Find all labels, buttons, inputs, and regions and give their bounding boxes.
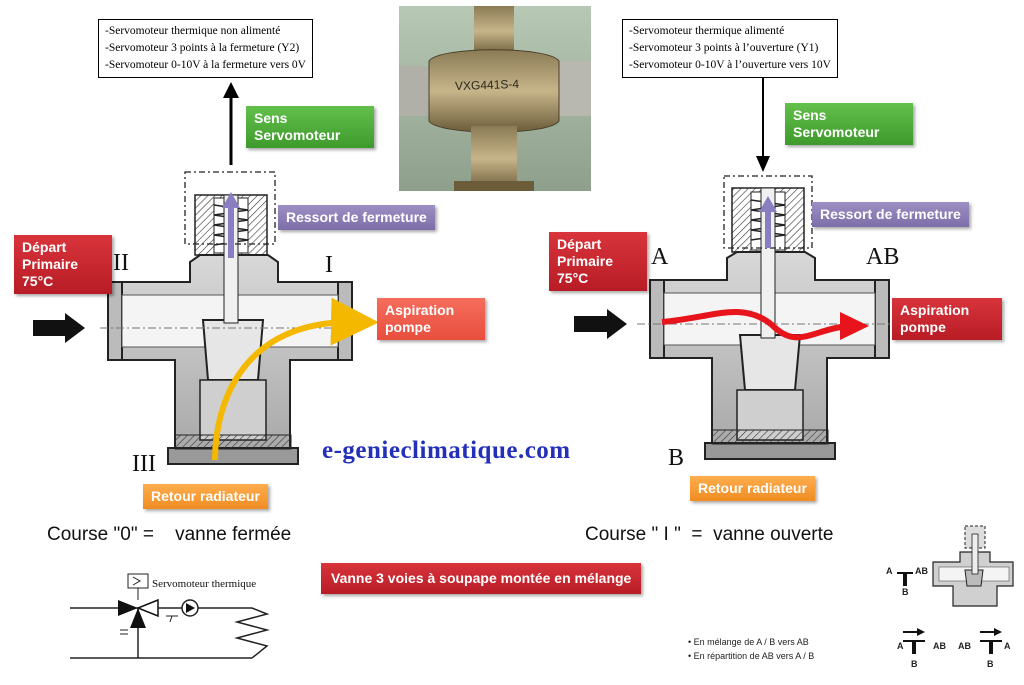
- label-line: Sens: [793, 107, 827, 123]
- label-line: Primaire: [22, 256, 79, 272]
- bullet-text: En mélange de A / B vers AB: [693, 637, 809, 647]
- info-line: -Servomoteur thermique non alimenté: [105, 25, 281, 37]
- right-servo-info-box: -Servomoteur thermique alimenté -Servomo…: [622, 19, 838, 78]
- left-sens-servomoteur-label: Sens Servomoteur: [246, 106, 374, 148]
- mini-label-a: A: [897, 641, 904, 651]
- left-depart-primaire-label: Départ Primaire 75°C: [14, 235, 112, 294]
- photo-marking: VXG441S-4: [454, 76, 520, 94]
- right-course-text: Course " I " = vanne ouverte: [585, 524, 834, 545]
- right-sens-servomoteur-label: Sens Servomoteur: [785, 103, 913, 145]
- left-valve-drawing: [33, 82, 379, 465]
- valve-photo: [399, 6, 591, 191]
- mini-label-ab: AB: [915, 566, 928, 576]
- right-aspiration-pompe-label: Aspiration pompe: [892, 298, 1002, 340]
- left-course-text: Course "0" = vanne fermée: [47, 524, 292, 545]
- mini-label-ab: AB: [958, 641, 971, 651]
- bullet-text: En répartition de AB vers A / B: [693, 651, 815, 661]
- left-port-iii: III: [132, 451, 156, 477]
- label-line: 75°C: [557, 270, 589, 286]
- left-port-ii: II: [113, 250, 129, 276]
- label-line: Primaire: [557, 253, 614, 269]
- label-line: Servomoteur: [793, 124, 880, 140]
- right-retour-radiateur-label: Retour radiateur: [690, 476, 815, 501]
- left-port-i: I: [325, 252, 333, 278]
- left-retour-radiateur-label: Retour radiateur: [143, 484, 268, 509]
- mini-symbol-melange: [897, 572, 913, 586]
- right-depart-primaire-label: Départ Primaire 75°C: [549, 232, 647, 291]
- info-line: -Servomoteur 0-10V à la fermeture vers 0…: [105, 59, 306, 71]
- label-line: Aspiration: [900, 302, 970, 318]
- right-port-a: A: [651, 244, 669, 270]
- brand-watermark: e-genieclimatique.com: [322, 437, 571, 464]
- label-line: Sens: [254, 110, 288, 126]
- right-valve-drawing: [574, 22, 897, 460]
- mini-label-a: A: [1004, 641, 1011, 651]
- legend-bullet-repartition: • En répartition de AB vers A / B: [688, 651, 815, 661]
- info-line: -Servomoteur 3 points à l’ouverture (Y1): [629, 42, 819, 54]
- right-port-ab: AB: [866, 244, 900, 270]
- label-line: pompe: [385, 319, 431, 335]
- label-line: 75°C: [22, 273, 54, 289]
- schematic-servo-label: Servomoteur thermique: [152, 578, 257, 590]
- mini-label-b: B: [902, 587, 909, 597]
- right-port-b: B: [668, 445, 685, 471]
- main-title: Vanne 3 voies à soupape montée en mélang…: [321, 563, 642, 594]
- info-line: -Servomoteur 0-10V à l’ouverture vers 10…: [629, 59, 831, 71]
- hydraulic-schematic: [70, 573, 270, 659]
- mini-label-b: B: [987, 659, 994, 669]
- label-line: Servomoteur: [254, 127, 341, 143]
- mini-label-a: A: [886, 566, 893, 576]
- mini-valve-drawing: [932, 525, 1014, 607]
- mini-symbol-arrows-1: [903, 628, 925, 654]
- legend-bullet-melange: • En mélange de A / B vers AB: [688, 637, 809, 647]
- info-line: -Servomoteur 3 points à la fermeture (Y2…: [105, 42, 300, 54]
- mini-label-ab: AB: [933, 641, 946, 651]
- info-line: -Servomoteur thermique alimenté: [629, 25, 785, 37]
- label-line: Aspiration: [385, 302, 455, 318]
- left-ressort-label: Ressort de fermeture: [278, 205, 435, 230]
- left-servo-info-box: -Servomoteur thermique non alimenté -Ser…: [98, 19, 313, 78]
- label-line: Départ: [557, 236, 602, 252]
- label-line: Départ: [22, 239, 67, 255]
- label-line: pompe: [900, 319, 946, 335]
- left-aspiration-pompe-label: Aspiration pompe: [377, 298, 485, 340]
- mini-symbol-arrows-2: [980, 628, 1002, 654]
- mini-label-b: B: [911, 659, 918, 669]
- right-ressort-label: Ressort de fermeture: [812, 202, 969, 227]
